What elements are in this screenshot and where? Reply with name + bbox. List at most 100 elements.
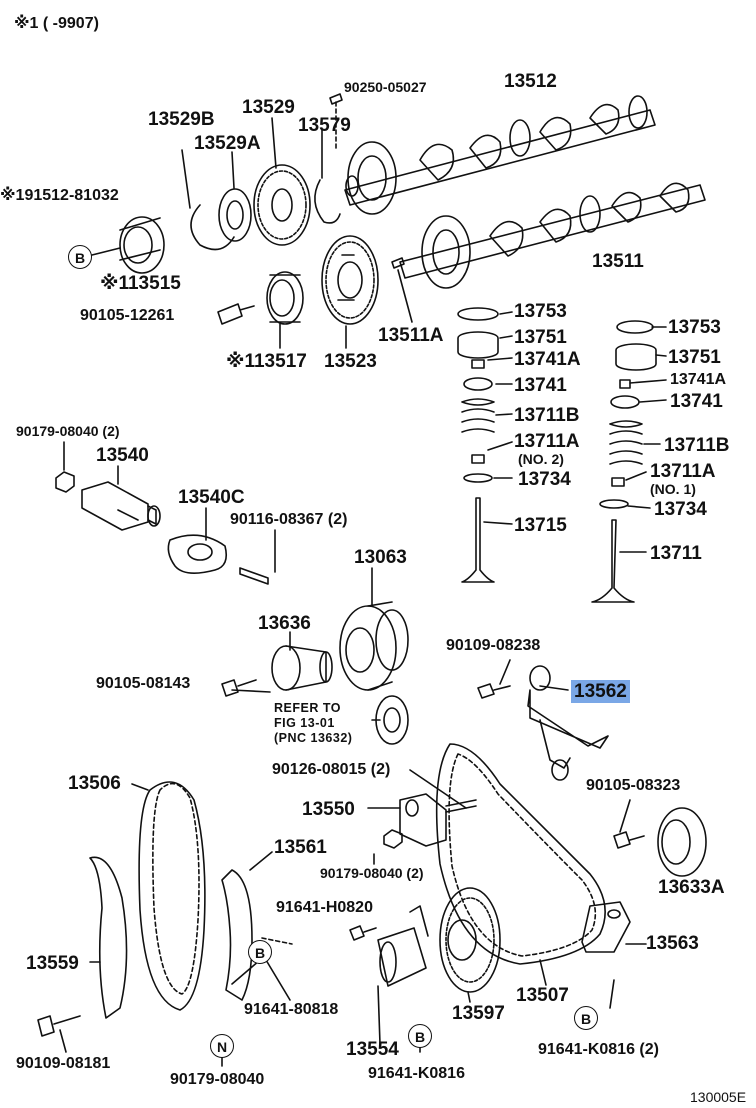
idler-gear-illustration: [339, 601, 409, 691]
camshaft-lower-illustration: [399, 182, 706, 289]
part-label-13751-left[interactable]: 13751: [514, 327, 567, 348]
part-label-13506[interactable]: 13506: [68, 773, 121, 794]
washer-illustration: [218, 188, 252, 242]
part-label-13511a[interactable]: 13511A: [378, 325, 444, 346]
part-label-113515[interactable]: ※113515: [100, 273, 181, 294]
idler-shaft-illustration: [271, 645, 333, 691]
bolt-08181-illustration: [37, 1015, 81, 1037]
part-label-13550[interactable]: 13550: [302, 799, 355, 820]
part-label-13554[interactable]: 13554: [346, 1039, 399, 1060]
circle-marker-n: N: [210, 1034, 234, 1058]
part-label-13562-highlighted[interactable]: 13562: [571, 680, 630, 703]
part-label-13715[interactable]: 13715: [514, 515, 567, 536]
part-label-13529[interactable]: 13529: [242, 97, 295, 118]
tensioner-arm-illustration: [377, 905, 429, 987]
snap-ring-illustration: [190, 204, 235, 251]
refer-note-line2[interactable]: FIG 13-01: [274, 716, 335, 730]
part-label-191512-81032[interactable]: ※191512-81032: [0, 187, 119, 204]
part-label-13529b[interactable]: 13529B: [148, 109, 215, 130]
timing-chain-left-illustration: [138, 781, 206, 1011]
bolt-08238-illustration: [477, 683, 511, 699]
diagram-id: 130005E: [690, 1089, 747, 1105]
spring-ring-illustration: [314, 179, 341, 224]
part-label-91641-80818[interactable]: 91641-80818: [244, 1001, 339, 1018]
part-label-13741-left[interactable]: 13741: [514, 375, 567, 396]
crankshaft-gear-illustration: [439, 887, 501, 993]
part-label-13507[interactable]: 13507: [516, 985, 569, 1006]
timing-rotor-illustration: [119, 216, 165, 274]
part-label-90179-08040[interactable]: 90179-08040: [170, 1071, 265, 1088]
part-label-13741a-right[interactable]: 13741A: [670, 371, 727, 388]
crank-sprocket-a-illustration: [657, 807, 707, 877]
part-label-90109-08181[interactable]: 90109-08181: [16, 1055, 111, 1072]
part-label-13751-right[interactable]: 13751: [668, 347, 721, 368]
bolt-small-illustration: [221, 679, 257, 697]
gasket-illustration: [167, 534, 228, 574]
part-label-90116-08367[interactable]: 90116-08367 (2): [230, 511, 348, 528]
valve-stack-right-illustration: [591, 320, 657, 603]
part-label-13711b-left[interactable]: 13711B: [514, 405, 580, 426]
part-label-90179-08040-2-upper[interactable]: 90179-08040 (2): [16, 423, 120, 439]
part-label-91641-k0816-2[interactable]: 91641-K0816 (2): [538, 1041, 659, 1058]
bolt-illustration: [217, 303, 255, 325]
part-label-90105-12261[interactable]: 90105-12261: [80, 307, 175, 324]
part-label-90126-08015[interactable]: 90126-08015 (2): [272, 761, 391, 778]
circle-marker-b: B: [574, 1006, 598, 1030]
part-label-13734-right[interactable]: 13734: [654, 499, 707, 520]
part-label-13540[interactable]: 13540: [96, 445, 149, 466]
part-label-113517[interactable]: ※113517: [226, 351, 307, 372]
part-label-91641-k0816[interactable]: 91641-K0816: [368, 1065, 465, 1082]
part-label-13711a-right[interactable]: 13711A: [650, 461, 716, 482]
part-label-90179-08040-2-lower[interactable]: 90179-08040 (2): [320, 865, 424, 881]
part-label-13540c[interactable]: 13540C: [178, 487, 245, 508]
part-label-13561[interactable]: 13561: [274, 837, 327, 858]
part-label-13523[interactable]: 13523: [324, 351, 377, 372]
part-label-13753-right[interactable]: 13753: [668, 317, 721, 338]
pin-illustration: [329, 93, 343, 105]
bolt-08323-illustration: [613, 831, 645, 849]
part-label-13711a-left[interactable]: 13711A: [514, 431, 580, 452]
part-note-no2: (NO. 2): [518, 451, 564, 467]
collar-illustration: [266, 271, 304, 325]
part-label-90105-08323[interactable]: 90105-08323: [586, 777, 681, 794]
part-label-13741-right[interactable]: 13741: [670, 391, 723, 412]
knock-pin-illustration: [391, 257, 413, 323]
part-label-13529a[interactable]: 13529A: [194, 133, 261, 154]
bolt-h0820-illustration: [349, 925, 377, 941]
part-label-13063[interactable]: 13063: [354, 547, 407, 568]
part-label-13753-left[interactable]: 13753: [514, 301, 567, 322]
circle-marker-b: B: [248, 940, 272, 964]
valve-stack-left-illustration: [457, 307, 499, 583]
chain-damper-right-illustration: [581, 901, 631, 953]
timing-chain-right-illustration: [435, 743, 606, 965]
part-note-no1: (NO. 1): [650, 481, 696, 497]
chain-guide-illustration: [89, 856, 128, 1019]
refer-note-line3: (PNC 13632): [274, 731, 353, 745]
refer-note-line1: REFER TO: [274, 701, 341, 715]
part-label-13741a-left[interactable]: 13741A: [514, 349, 581, 370]
part-label-13563[interactable]: 13563: [646, 933, 699, 954]
chain-slipper-illustration: [221, 869, 253, 1001]
nut-illustration: [55, 471, 75, 493]
part-label-91641-h0820[interactable]: 91641-H0820: [276, 899, 373, 916]
header-note: ※1 ( -9907): [14, 15, 99, 32]
part-label-13711b-right[interactable]: 13711B: [664, 435, 730, 456]
cam-gear-illustration: [253, 164, 311, 246]
part-label-13512[interactable]: 13512: [504, 71, 557, 92]
part-label-90250-05027[interactable]: 90250-05027: [344, 79, 427, 95]
part-label-13711[interactable]: 13711: [650, 543, 702, 564]
part-label-13559[interactable]: 13559: [26, 953, 79, 974]
chain-damper-illustration: [527, 665, 609, 781]
part-label-90109-08238[interactable]: 90109-08238: [446, 637, 541, 654]
sprocket-illustration: [321, 235, 379, 325]
part-label-90105-08143[interactable]: 90105-08143: [96, 675, 191, 692]
part-label-13734-left[interactable]: 13734: [518, 469, 571, 490]
part-label-13633a[interactable]: 13633A: [658, 877, 725, 898]
part-label-13597[interactable]: 13597: [452, 1003, 505, 1024]
part-label-13636[interactable]: 13636: [258, 613, 311, 634]
camshaft-upper-illustration: [344, 95, 656, 215]
part-label-13579[interactable]: 13579: [298, 115, 351, 136]
part-label-13511[interactable]: 13511: [592, 251, 644, 272]
circle-marker-b: B: [68, 245, 92, 269]
